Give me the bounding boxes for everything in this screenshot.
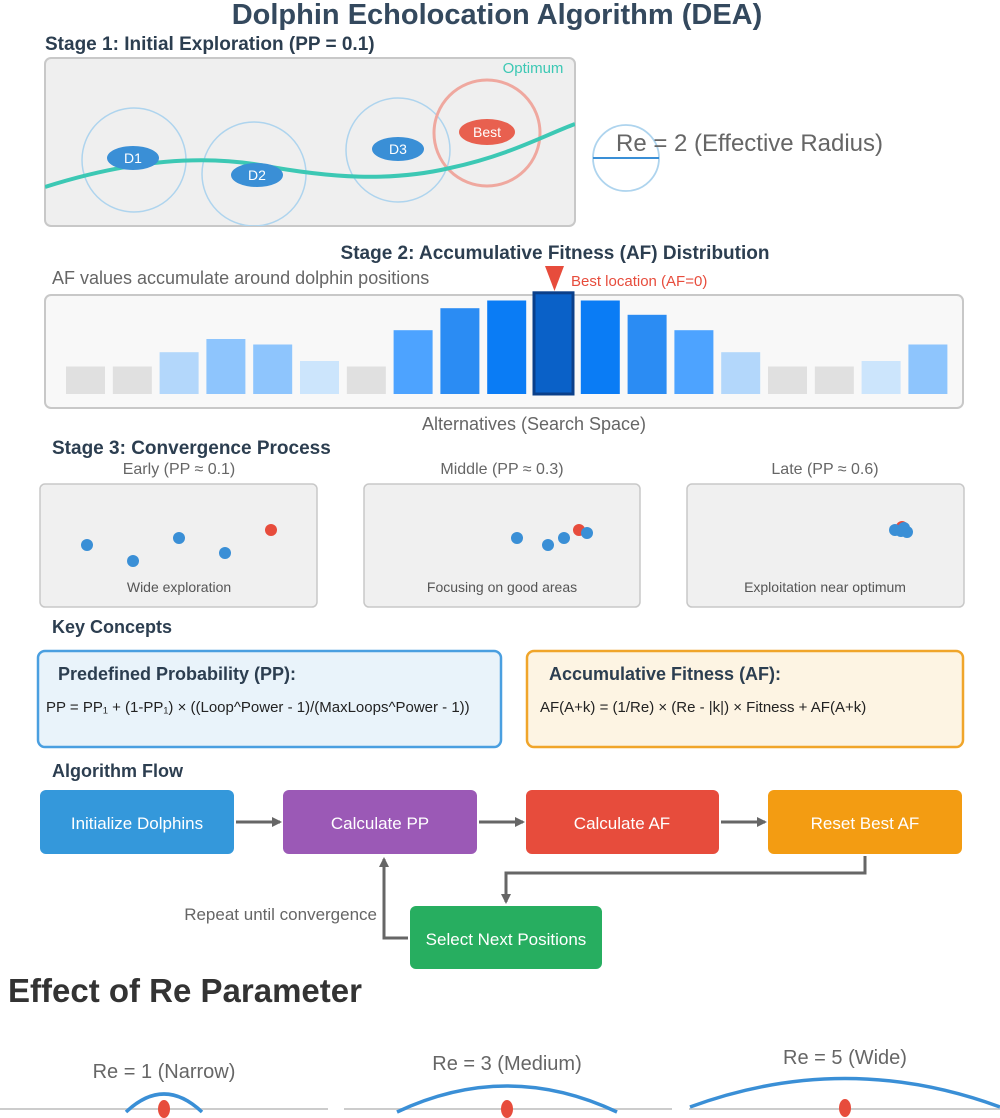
af-bar — [300, 361, 339, 394]
pp-title: Predefined Probability (PP): — [58, 664, 296, 684]
flow-heading: Algorithm Flow — [52, 761, 184, 781]
af-bar — [112, 366, 152, 394]
re-medium-label: Re = 3 (Medium) — [432, 1053, 582, 1075]
flow-step-reset-af-label: Reset Best AF — [811, 814, 920, 833]
af-bar — [814, 366, 854, 394]
re-wide-label: Re = 5 (Wide) — [783, 1047, 907, 1069]
re-effect-panels: Re = 1 (Narrow) Re = 3 (Medium) Re = 5 (… — [0, 1047, 1000, 1118]
af-box — [525, 649, 965, 749]
stage1-panel: D1 D2 D3 Best Optimum — [44, 57, 576, 227]
dolphin-dot — [581, 527, 593, 539]
stage1-box — [44, 57, 576, 227]
optimum-dot — [158, 1100, 170, 1118]
dolphin-range-circle — [345, 97, 451, 203]
af-bar — [674, 330, 714, 394]
af-bar — [159, 352, 199, 394]
stage2-heading: Stage 2: Accumulative Fitness (AF) Distr… — [341, 243, 770, 264]
dolphin-dot — [81, 539, 93, 551]
flow-loop-arrow — [379, 857, 408, 940]
optimum-dot — [501, 1100, 513, 1118]
key-concepts-heading: Key Concepts — [52, 617, 172, 637]
best-location-arrow — [545, 266, 564, 291]
re-label: Re = 2 (Effective Radius) — [616, 130, 883, 157]
optimum-dot — [839, 1099, 851, 1117]
pp-box — [36, 649, 503, 749]
re-narrow-label: Re = 1 (Narrow) — [93, 1061, 236, 1083]
stage3-heading: Stage 3: Convergence Process — [52, 438, 331, 459]
dolphin-dot — [558, 532, 570, 544]
dolphin-dot — [219, 547, 231, 559]
best-marker — [459, 119, 515, 145]
flow-arrow — [501, 856, 867, 904]
best-label: Best — [473, 124, 501, 140]
convergence-panels: Early (PP ≈ 0.1) Wide exploration Middle… — [39, 461, 965, 608]
panel-early-caption: Wide exploration — [127, 579, 231, 595]
dolphin-dot — [173, 532, 185, 544]
af-bar — [627, 314, 667, 394]
dolphin-label-d3: D3 — [389, 141, 407, 157]
dolphin-marker — [372, 137, 424, 161]
page-title: Dolphin Echolocation Algorithm (DEA) — [232, 0, 763, 31]
af-bar — [253, 344, 293, 394]
af-bar — [487, 300, 527, 394]
flow-step-calc-af-label: Calculate AF — [574, 814, 670, 833]
flow-step-initialize — [40, 790, 234, 854]
af-bar — [66, 366, 105, 394]
dolphin-marker — [231, 163, 283, 187]
dolphin-dot — [511, 532, 523, 544]
panel-late — [686, 483, 965, 608]
dolphin-dot — [898, 522, 910, 534]
stage2-note: AF values accumulate around dolphin posi… — [52, 268, 429, 288]
flow-step-calc-pp-label: Calculate PP — [331, 814, 429, 833]
best-location-label: Best location (AF=0) — [571, 273, 707, 290]
flow-step-initialize-label: Initialize Dolphins — [71, 814, 203, 833]
best-range-circle — [432, 78, 542, 188]
panel-late-caption: Exploitation near optimum — [744, 579, 906, 595]
loop-label: Repeat until convergence — [184, 905, 377, 924]
panel-early — [39, 483, 318, 608]
best-dot — [265, 524, 277, 536]
flow-step-calc-pp — [283, 790, 477, 854]
af-bar-best — [532, 291, 575, 396]
stage1-heading: Stage 1: Initial Exploration (PP = 0.1) — [45, 34, 375, 55]
flow-step-reset-af — [768, 790, 962, 854]
re-medium-curve — [396, 1084, 618, 1114]
dolphin-label-d2: D2 — [248, 167, 266, 183]
af-concept-box: Accumulative Fitness (AF): AF(A+k) = (1/… — [525, 649, 965, 749]
re-wide-curve — [689, 1076, 1000, 1109]
pp-concept-box: Predefined Probability (PP): PP = PP₁ + … — [36, 649, 503, 749]
af-bar — [346, 366, 386, 394]
optimum-label: Optimum — [503, 60, 564, 77]
af-bar — [393, 330, 433, 394]
panel-early-label: Early (PP ≈ 0.1) — [123, 461, 236, 478]
af-bars — [66, 291, 948, 396]
af-bar — [768, 366, 807, 394]
flow-step-calc-af — [526, 790, 719, 854]
af-title: Accumulative Fitness (AF): — [549, 664, 781, 684]
effect-heading: Effect of Re Parameter — [8, 972, 362, 1009]
pp-formula: PP = PP₁ + (1-PP₁) × ((Loop^Power - 1)/(… — [46, 699, 470, 716]
af-bar — [580, 300, 620, 394]
dolphin-label-d1: D1 — [124, 150, 142, 166]
af-bar — [206, 339, 246, 394]
flow-step-select — [410, 906, 602, 969]
re-narrow-curve — [124, 1092, 204, 1114]
panel-middle-caption: Focusing on good areas — [427, 579, 577, 595]
af-bar — [908, 344, 948, 394]
af-bar — [721, 352, 761, 394]
panel-middle — [363, 483, 641, 608]
af-bar — [861, 361, 901, 394]
re-indicator: Re = 2 (Effective Radius) — [592, 124, 883, 192]
dolphin-dot — [127, 555, 139, 567]
af-formula: AF(A+k) = (1/Re) × (Re - |k|) × Fitness … — [540, 699, 866, 716]
search-space-label: Alternatives (Search Space) — [422, 414, 646, 434]
dolphin-marker — [107, 146, 159, 170]
algorithm-flow: Initialize Dolphins Calculate PP Calcula… — [40, 790, 962, 969]
panel-late-label: Late (PP ≈ 0.6) — [771, 461, 878, 478]
dolphin-dot — [542, 539, 554, 551]
af-bar — [440, 308, 480, 394]
flow-step-select-label: Select Next Positions — [426, 930, 587, 949]
panel-middle-label: Middle (PP ≈ 0.3) — [440, 461, 563, 478]
